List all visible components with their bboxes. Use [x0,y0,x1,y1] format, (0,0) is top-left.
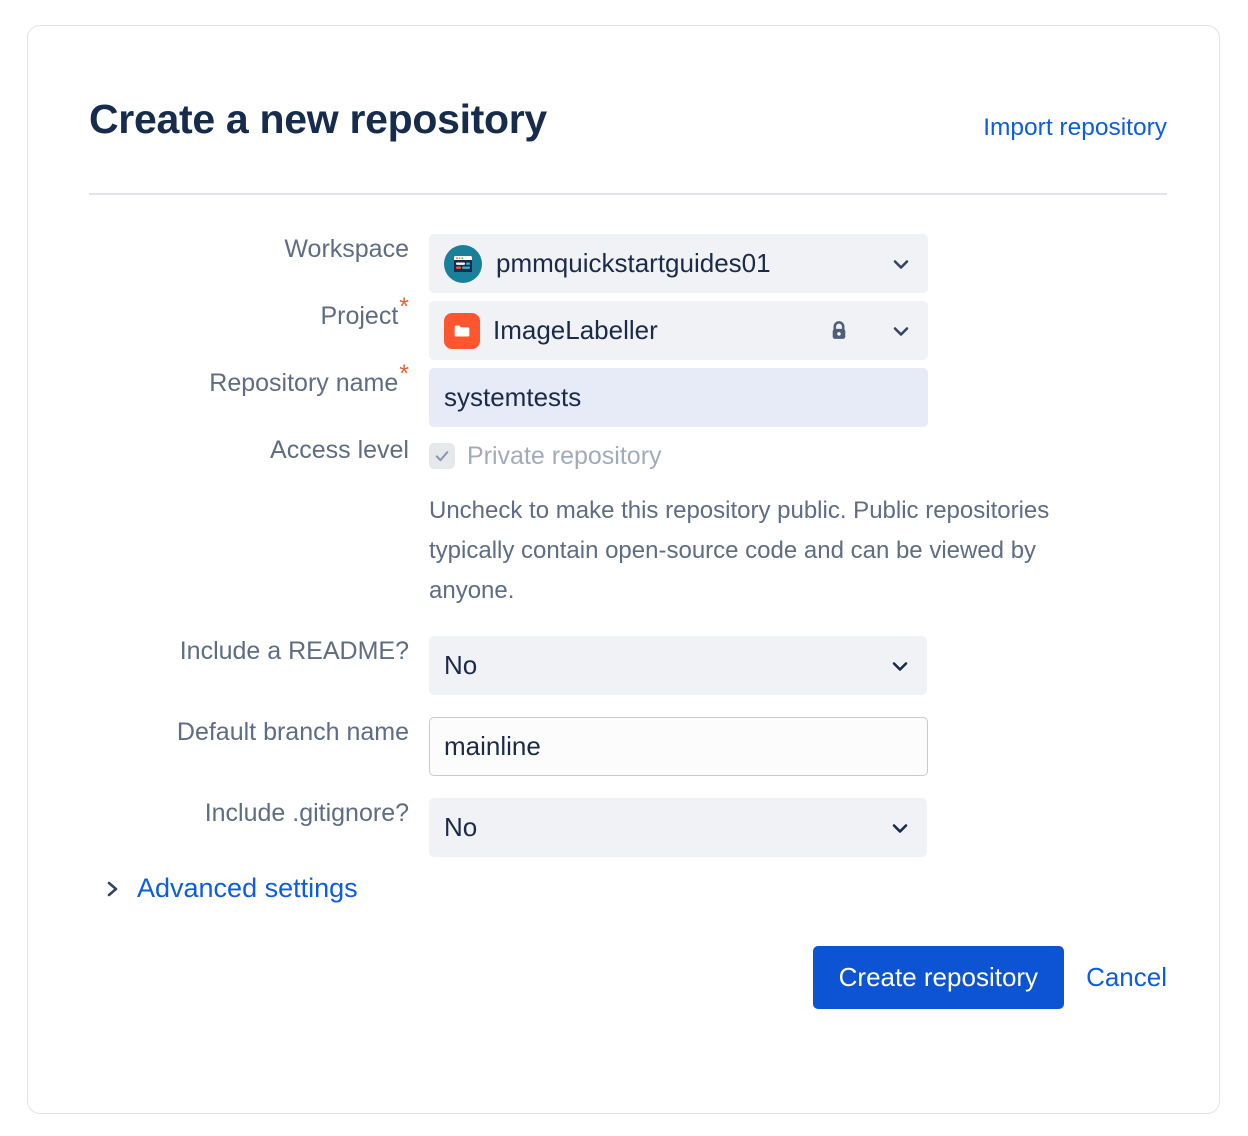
project-value: ImageLabeller [493,315,658,345]
default-branch-label: Default branch name [176,718,409,747]
card-content: Create a new repository Import repositor… [89,86,1167,1010]
include-gitignore-row: Include .gitignore? No [89,798,1167,858]
private-repository-checkbox-row[interactable]: Private repository [429,435,1167,477]
default-branch-field [429,717,1167,777]
chevron-down-icon [889,252,913,276]
workspace-field: pmmquickstartguides01 [429,234,1167,293]
include-readme-select[interactable]: No [429,636,927,696]
include-gitignore-select[interactable]: No [429,798,927,858]
check-icon [435,451,449,462]
include-readme-row: Include a README? No [89,636,1167,696]
default-branch-input[interactable] [429,717,928,777]
include-readme-field: No [429,636,1167,696]
project-field: ImageLabeller [429,301,1167,360]
repository-name-field [429,368,1167,427]
project-required-asterisk: * [399,292,409,321]
project-row: Project* ImageLabeller [89,294,1167,360]
access-level-help-text: Uncheck to make this repository public. … [429,497,1050,604]
include-gitignore-value: No [444,812,478,843]
workspace-row: Workspace [89,234,1167,293]
page-title: Create a new repository [89,96,547,142]
private-repository-checkbox[interactable] [429,443,455,469]
advanced-settings-toggle[interactable]: Advanced settings [103,873,358,904]
lock-icon [825,317,853,345]
private-repository-label: Private repository [467,441,662,470]
access-level-label: Access level [270,436,409,464]
chevron-down-icon [888,654,912,678]
form-actions: Create repository Cancel [89,946,1167,1010]
create-repository-button[interactable]: Create repository [812,946,1065,1010]
advanced-settings-label: Advanced settings [137,873,358,904]
repository-name-required-asterisk: * [399,359,409,388]
workspace-value: pmmquickstartguides01 [496,248,771,278]
workspace-select[interactable]: pmmquickstartguides01 [429,234,928,293]
include-readme-value: No [444,650,478,681]
card-header: Create a new repository Import repositor… [89,86,1167,195]
repository-name-input[interactable] [429,368,928,427]
chevron-down-icon [888,816,912,840]
repository-form: Workspace [89,234,1167,1010]
access-level-row: Access level Private repository Uncheck … [89,435,1167,610]
workspace-label: Workspace [284,235,409,263]
repository-name-label-text: Repository name [209,369,399,397]
header-divider [89,193,1167,195]
repository-name-row: Repository name* [89,361,1167,427]
project-select[interactable]: ImageLabeller [429,301,928,360]
import-repository-link[interactable]: Import repository [983,114,1167,141]
include-gitignore-label: Include .gitignore? [204,799,409,828]
chevron-down-icon [889,319,913,343]
repository-name-label: Repository name* [89,361,429,399]
default-branch-row: Default branch name [89,717,1167,777]
chevron-right-icon [103,877,123,901]
project-label: Project* [89,294,429,332]
create-repository-card: Create a new repository Import repositor… [27,25,1220,1114]
folder-icon [444,312,480,349]
access-level-field: Private repository Uncheck to make this … [429,435,1167,610]
project-label-text: Project [320,302,399,330]
include-gitignore-field: No [429,798,1167,858]
include-readme-label: Include a README? [179,637,409,666]
workspace-avatar-icon [444,244,482,283]
cancel-button[interactable]: Cancel [1086,962,1167,993]
